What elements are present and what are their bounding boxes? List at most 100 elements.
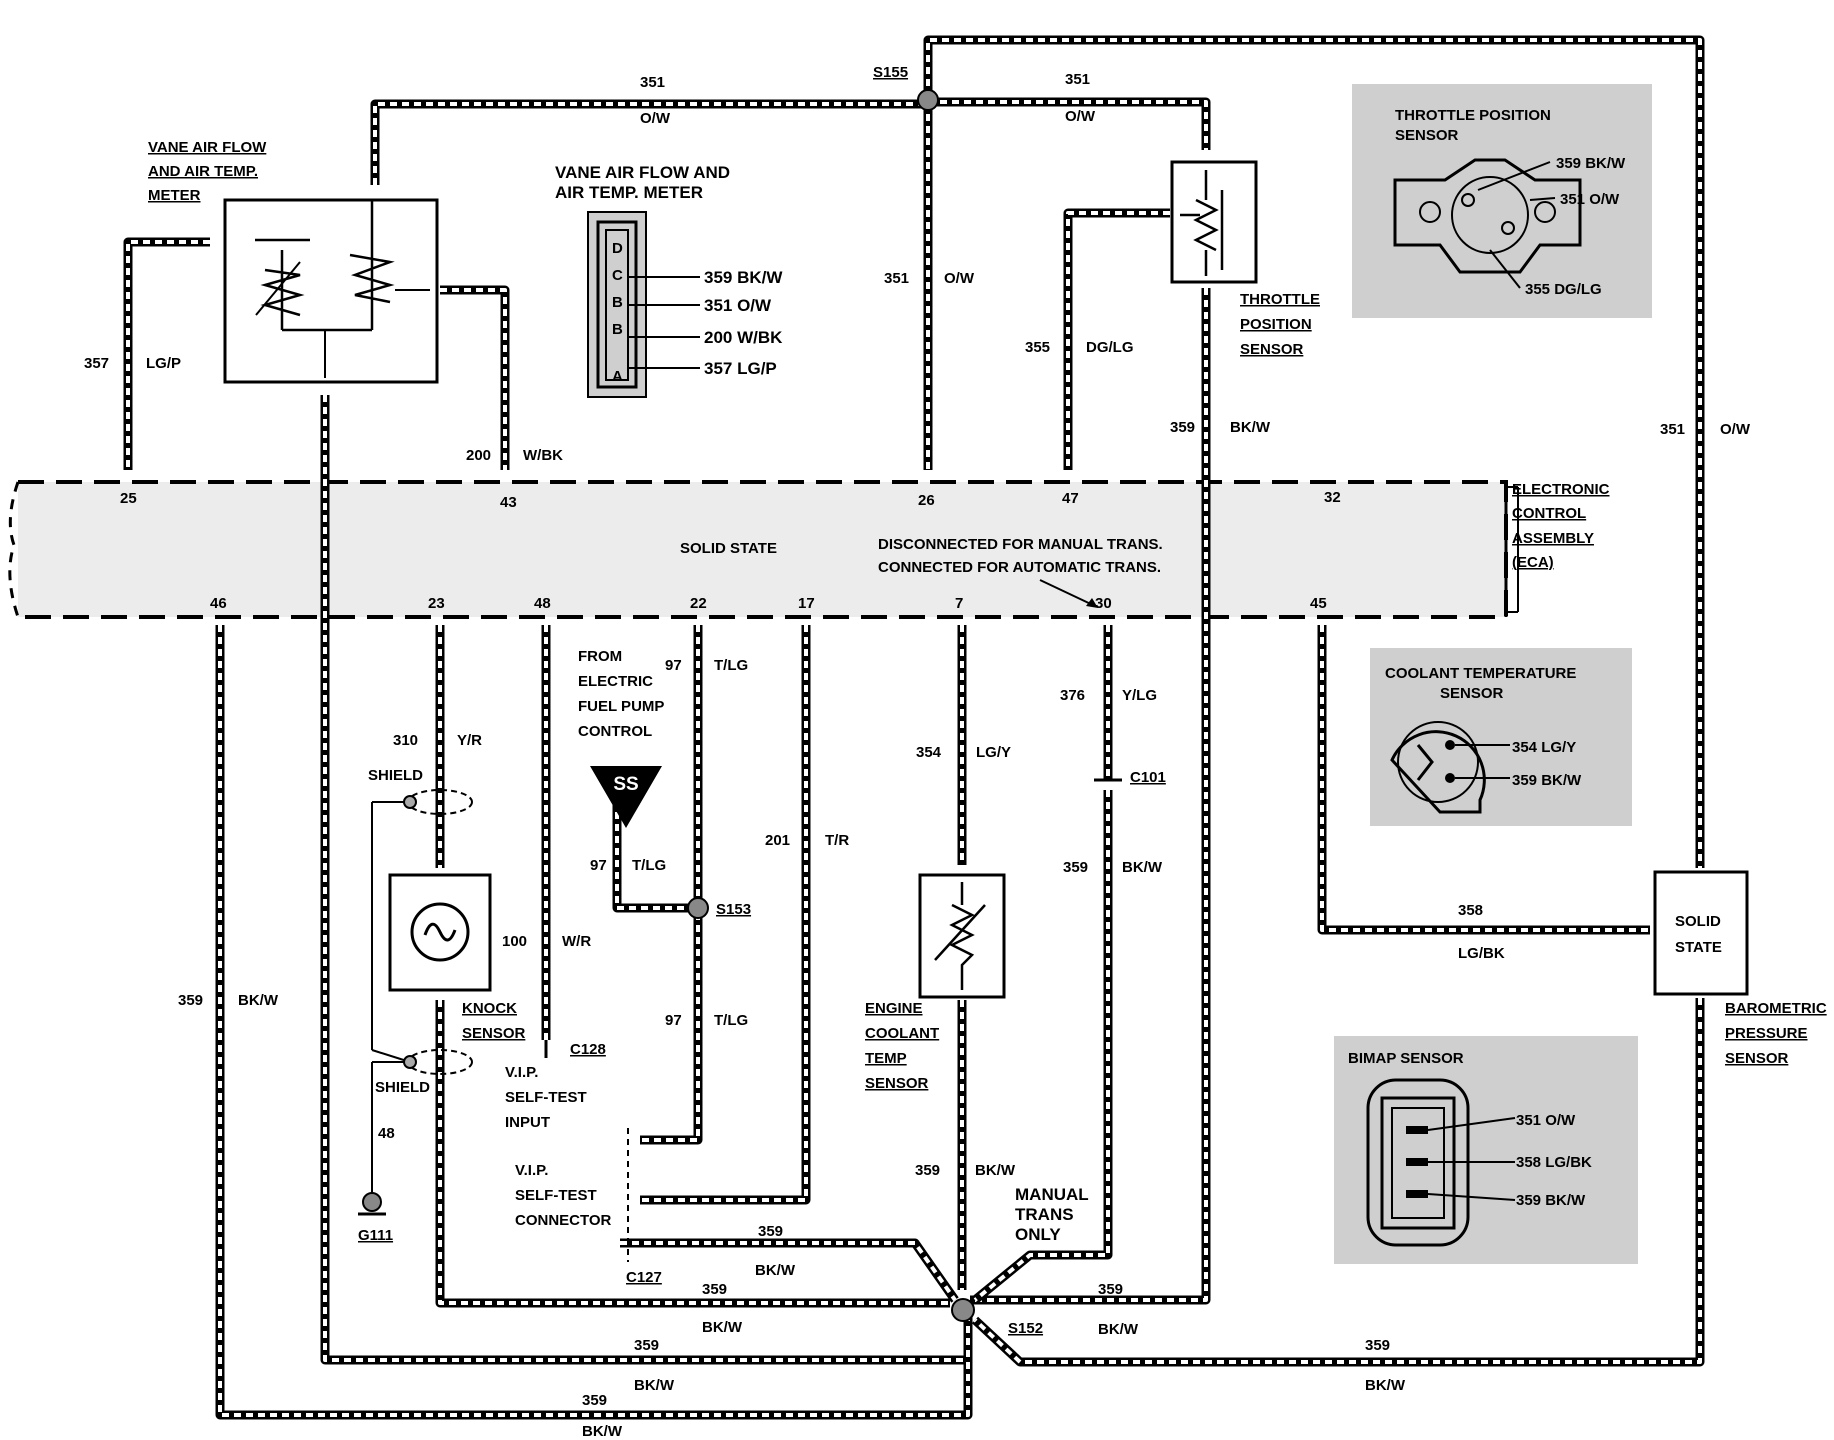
manual-trans-3: ONLY [1015,1225,1061,1244]
fuel-pump-control: FROM ELECTRIC FUEL PUMP CONTROL SS S153 [578,648,751,919]
inset-bimap-title: BIMAP SENSOR [1348,1050,1464,1067]
inset-bimap: BIMAP SENSOR 351 O/W 358 LG/BK 359 BK/W [1334,1036,1638,1264]
wl-359-vaf: 359 [634,1337,659,1354]
eca-pin-26: 26 [918,492,935,509]
vip-input-2: SELF-TEST [505,1089,587,1106]
vaf-connector-pin-2: 351 O/W [704,296,772,315]
wl-bkw-outer: BK/W [582,1423,623,1440]
wl-ylg: Y/LG [1122,687,1157,704]
knock-label-1: KNOCK [462,1000,517,1017]
vip-self-test: C128 V.I.P. SELF-TEST INPUT V.I.P. SELF-… [505,1040,662,1286]
eca-pin-25: 25 [120,490,137,507]
wl-dglg: DG/LG [1086,339,1134,356]
coolant-label-4: SENSOR [865,1075,929,1092]
wl-ow-b: O/W [1065,108,1096,125]
fuel-pump-label-4: CONTROL [578,723,652,740]
inset-bimap-pin-3: 359 BK/W [1516,1192,1586,1209]
vaf-connector-pin-1: 359 BK/W [704,268,783,287]
eca-name-1: ELECTRONIC [1512,481,1610,498]
wl-357: 357 [84,355,109,372]
wire-labels: 351 O/W 351 O/W 351 O/W 351 O/W 357 LG/P… [84,71,1751,1440]
manual-trans-1: MANUAL [1015,1185,1089,1204]
inset-tps-pin-3: 355 DG/LG [1525,281,1602,298]
vaf-connector: VANE AIR FLOW AND AIR TEMP. METER D C B … [555,163,783,398]
eca-name-3: ASSEMBLY [1512,530,1594,547]
eca-pin-45: 45 [1310,595,1327,612]
eca-solid-state-label: SOLID STATE [680,540,777,557]
inset-coolant-pin-2: 359 BK/W [1512,772,1582,789]
wl-359-coolant: 359 [915,1162,940,1179]
inset-coolant-title-1: COOLANT TEMPERATURE [1385,665,1576,682]
eca-note-line-2: CONNECTED FOR AUTOMATIC TRANS. [878,559,1161,576]
ground-wire-label: 48 [378,1125,395,1142]
shield-label-top: SHIELD [368,767,423,784]
eca-module: SOLID STATE DISCONNECTED FOR MANUAL TRAN… [8,480,1610,619]
splice-s155: S155 [873,64,939,111]
wl-tlg-c: T/LG [714,1012,748,1029]
wl-lgy: LG/Y [976,744,1011,761]
wl-bkw-left: BK/W [238,992,279,1009]
vip-input-3: INPUT [505,1114,550,1131]
wl-359-c127: 359 [758,1223,783,1240]
wl-97-b: 97 [590,857,607,874]
splice-s155-label: S155 [873,64,908,81]
c127-label: C127 [626,1269,662,1286]
c101-label: C101 [1130,769,1166,786]
wl-bkw-tps: BK/W [1230,419,1271,436]
eca-pin-43: 43 [500,494,517,511]
wl-bkw-c101: BK/W [1122,859,1163,876]
vaf-meter: VANE AIR FLOW AND AIR TEMP. METER [148,139,439,384]
wl-97-c: 97 [665,1012,682,1029]
wl-200: 200 [466,447,491,464]
splice-s153-label: S153 [716,901,751,918]
eca-pin-23: 23 [428,595,445,612]
wl-351-a: 351 [640,74,665,91]
barometric-pressure-sensor: SOLID STATE BAROMETRIC PRESSURE SENSOR [1653,870,1827,1067]
inset-tps-title-1: THROTTLE POSITION [1395,107,1551,124]
knock-sensor: KNOCK SENSOR [388,873,526,1042]
inset-tps-pin-2: 351 O/W [1560,191,1620,208]
inset-coolant-title-2: SENSOR [1440,685,1504,702]
engine-coolant-sensor: ENGINE COOLANT TEMP SENSOR [865,873,1006,1092]
eca-note-line-1: DISCONNECTED FOR MANUAL TRANS. [878,536,1163,553]
wl-bkw-baro: BK/W [1365,1377,1406,1394]
vaf-pin-letter-d: D [612,240,623,257]
wl-201: 201 [765,832,790,849]
eca-name-4: (ECA) [1512,554,1554,571]
fuel-pump-label-2: ELECTRIC [578,673,653,690]
wl-lgp: LG/P [146,355,181,372]
c128-label: C128 [570,1041,606,1058]
eca-pin-7: 7 [955,595,963,612]
wl-359-outer: 359 [582,1392,607,1409]
tps-label-3: SENSOR [1240,341,1304,358]
wl-tlg-b: T/LG [632,857,666,874]
wl-ow-a: O/W [640,110,671,127]
wires [123,35,1705,1420]
fuel-pump-label-1: FROM [578,648,622,665]
vaf-pin-letter-b2: B [612,321,623,338]
vip-connector-2: SELF-TEST [515,1187,597,1204]
splice-s152: MANUAL TRANS ONLY S152 [951,1185,1089,1337]
vaf-label-3: METER [148,187,201,204]
wl-bkw-tpsb: BK/W [1098,1321,1139,1338]
wl-359-knock: 359 [702,1281,727,1298]
wl-359-left: 359 [178,992,203,1009]
wl-ow-c: O/W [944,270,975,287]
eca-pin-22: 22 [690,595,707,612]
coolant-label-2: COOLANT [865,1025,939,1042]
coolant-label-1: ENGINE [865,1000,923,1017]
wl-351-b: 351 [1065,71,1090,88]
tps-label-1: THROTTLE [1240,291,1320,308]
wl-bkw-c127: BK/W [755,1262,796,1279]
baro-label-1: BAROMETRIC [1725,1000,1827,1017]
wl-bkw-vaf: BK/W [634,1377,675,1394]
wl-310: 310 [393,732,418,749]
manual-trans-2: TRANS [1015,1205,1074,1224]
ground-label: G111 [358,1227,393,1244]
vaf-label-2: AND AIR TEMP. [148,163,258,180]
coolant-label-3: TEMP [865,1050,907,1067]
throttle-position-sensor: THROTTLE POSITION SENSOR [1170,160,1320,358]
vaf-connector-title-1: VANE AIR FLOW AND [555,163,730,182]
wl-376: 376 [1060,687,1085,704]
wl-355: 355 [1025,339,1050,356]
